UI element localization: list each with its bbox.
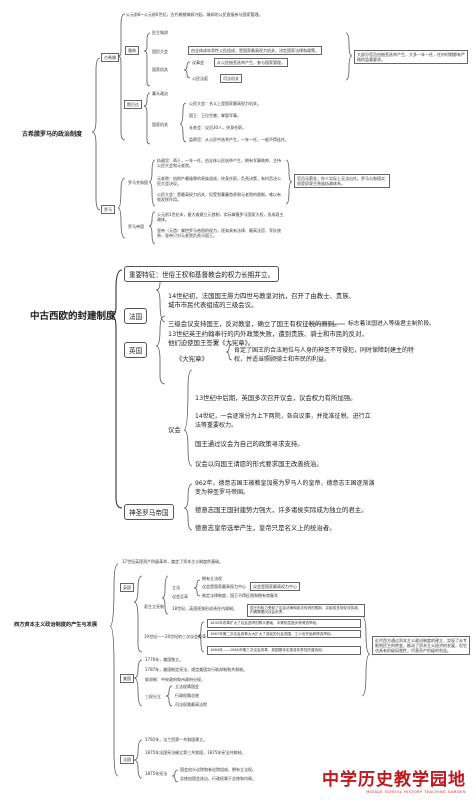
node-fr: 法国 bbox=[120, 755, 134, 764]
uk-cabinet: 18世纪，英国逐渐形成责任内阁制。 bbox=[172, 606, 238, 611]
sparta-assembly: 公民大会：名义上是国家最高权力机关。 bbox=[189, 101, 261, 106]
hre-3: 德意志皇帝选举产生，皇帝只是名义上的统治者。 bbox=[195, 524, 336, 532]
node-sparta: 斯巴达 bbox=[124, 100, 142, 109]
section-medieval: 中古西欧的封建制度 重要特征：世俗王权和基督教会的权力长期并立。 法国 英国 神… bbox=[0, 258, 474, 538]
us-sep-2: 行政权属总统 bbox=[175, 693, 199, 698]
node-court: 公民法庭 bbox=[192, 76, 208, 81]
uk-leg-b: 议会是国家最高权力中心 bbox=[202, 584, 246, 589]
us-2: 1787年，美国制定宪法，规定美国实行联邦制和共和制。 bbox=[145, 667, 248, 672]
us-sep-3: 司法权属最高法院 bbox=[175, 702, 207, 707]
uk-leg-a: 拥有立法权 bbox=[202, 576, 222, 581]
sparta-kings: 国王：王位世袭，掌管军事。 bbox=[189, 113, 241, 118]
fr-3a: 国会由众议院和参议院组成，拥有立法权。 bbox=[180, 767, 256, 772]
logo-text: 中学历史教学园地 bbox=[322, 770, 466, 790]
hre-1a: 962年，德意志国王被教皇加冕为罗马人的皇帝，德意志王国逐渐演 bbox=[195, 480, 375, 487]
empire-1: 公元前1世纪末，屋大维建立元首制，实际掌握罗马国家大权，形成君主政体。 bbox=[157, 212, 284, 222]
empire-2: 皇帝（元首）掌控罗马帝国的权力，逐渐具有法律、最高法官、军队统帅，皇帝只对元老院… bbox=[157, 228, 281, 238]
uk-leg-center: 议会是国家最高权力中心 bbox=[250, 582, 300, 591]
section-greek-roman: 古希腊罗马的政治制度 古希腊 罗马 公元前8~公元前6世纪，古代希腊城邦兴起。城… bbox=[0, 0, 474, 250]
athens-right-note: 大部分官员由抽签选举产生，大多一年一任，任何时期都有严格的监督要求。 bbox=[354, 50, 468, 64]
section3-title: 西方资本主义政治制度的产生与发展 bbox=[14, 622, 98, 628]
us-separation: 三权分立 bbox=[145, 694, 161, 699]
court-desc: 司法机关 bbox=[220, 74, 242, 83]
node-empire: 罗马帝国 bbox=[128, 224, 144, 229]
us-1: 1776年，美国独立。 bbox=[145, 657, 184, 662]
section2-connectors bbox=[111, 269, 345, 531]
england-1a: 13世纪英王约翰奉行的内外政策失败，遭到贵族、骑士和市民的反对， bbox=[168, 330, 368, 338]
node-france: 法国 bbox=[124, 308, 148, 324]
node-assembly: 国民大会 bbox=[152, 49, 168, 54]
node-greece: 古希腊 bbox=[101, 53, 119, 62]
greece-intro: 公元前8~公元前6世纪，古代希腊城邦兴起。城邦的公民直接参与国家管理。 bbox=[126, 12, 263, 17]
sec3-right-note: 近代西方通过资本主义政治制度的建立，实现了从专制到民主的转变，推动了资本主义经济… bbox=[372, 636, 470, 655]
node-council: 议事会 bbox=[192, 60, 204, 65]
england-1b: 他们迫使国王签署《大宪章》。 bbox=[168, 339, 255, 347]
council-desc: 从公民抽签选举产生，参与国家管理。 bbox=[214, 58, 288, 67]
parliament-4: 议会以向国王请愿的形式要求国王改善统治。 bbox=[195, 460, 323, 468]
sec3-top-note: 17世纪英国资产阶级革命，奠定了资本主义制度的基础。 bbox=[122, 559, 224, 564]
uk-reform-1: 1832年改革扩大了议会选举的群众基础，中等阶层逐步获得选举权。 bbox=[207, 619, 361, 628]
fr-2: 1875年法国宪法确立第三共和国，1875年宪法共和制。 bbox=[145, 750, 246, 755]
france-1b: 城市市民代表组成的三级会议。 bbox=[168, 301, 258, 309]
assembly-desc: 由全体成年男性公民组成，是国家最高权力机关，决定国家法律和政策。 bbox=[188, 46, 322, 55]
magna-2: 权，并适当照顾骑士和市民的利益。 bbox=[234, 356, 331, 363]
france-2: 三级会议支持国王，反对教皇，确立了国王有权征税的原则。 bbox=[168, 320, 341, 328]
node-republic: 罗马共和国 bbox=[128, 180, 148, 185]
republic-assembly: 公民大会：是最高权力机关，但受到寡廉首贵和元老院的限制，难以有效发挥作用。 bbox=[157, 192, 281, 202]
sec2-feature: 重要特征：世俗王权和基督教会的权力长期并立。 bbox=[124, 266, 280, 282]
site-logo: 中学历史教学园地 MIDDLE SCHOOL HISTORY TEACHING … bbox=[322, 765, 466, 794]
section2-title: 中古西欧的封建制度 bbox=[30, 311, 116, 322]
section1-connectors bbox=[91, 13, 353, 245]
uk-cabinet-desc: 国王的权力受到了议会法律和宪法传统的限制，并组成多党轮流执政，内阁需要向议会负责… bbox=[247, 604, 365, 617]
node-england: 英国 bbox=[124, 342, 148, 358]
node-us: 美国 bbox=[120, 674, 134, 683]
uk-leg-d: 制定法律制度，国王不得征税和拥有常备军 bbox=[202, 593, 278, 598]
uk-reform-title: 19世纪——20世纪的三次议会改革 bbox=[144, 634, 207, 639]
uk-reform-3: 1884年——1885年第三次议会改革，英国基本实现成年男性的普选权。 bbox=[207, 646, 361, 655]
fr-1: 1792年，法兰西第一共和国建立。 bbox=[145, 737, 208, 742]
section-capitalist: 西方资本主义政治制度的产生与发展 17世纪英国资产阶级革命，奠定了资本主义制度的… bbox=[0, 556, 474, 800]
node-athens: 雅典 bbox=[125, 46, 139, 55]
sparta-oligarchy: 寡头政治 bbox=[152, 91, 168, 96]
parliament-3: 国王通过议会为自己的政策寻求支持。 bbox=[195, 440, 304, 448]
us-sep-1: 立法权属国会 bbox=[175, 684, 199, 689]
france-note: 标志着法国进入等级君主制阶段。 bbox=[348, 321, 435, 327]
node-parliament: 议会 bbox=[168, 426, 181, 434]
republic-consul: 执政官：两人，一年一任，由全体公民选举产生，拥有军事统帅、主持公民大会和元老院。 bbox=[157, 158, 281, 168]
node-rome: 罗马 bbox=[101, 205, 115, 214]
sparta-ephor: 监察官：从公民中选举产生，一年一任，一般不得连任。 bbox=[189, 137, 289, 142]
magna-1: 肯定了国王的合法地位与人身的神圣不可侵犯，同时保障封建主的特 bbox=[234, 347, 415, 354]
fr-3b: 总统由国会选出，行政权属于总统和内阁。 bbox=[180, 776, 256, 781]
node-state-organs: 国家机关 bbox=[152, 67, 168, 72]
node-hre: 神圣罗马帝国 bbox=[124, 504, 174, 520]
node-magna-carta: 《大宪章》 bbox=[176, 355, 208, 363]
uk-reform-2: 1867年第二次议会改革大大扩大了选民的社会范围，工人也开始获得选举权。 bbox=[207, 630, 361, 639]
parliament-2b: 法等重要权力。 bbox=[195, 422, 238, 429]
hre-2: 德意志国王国封建势力强大，许多诸侯实际成为独立的君主。 bbox=[195, 506, 368, 514]
section1-title: 古希腊罗马的政治制度 bbox=[22, 131, 83, 138]
sparta-state-organs: 国家机关 bbox=[152, 122, 168, 127]
us-3: 联邦制：中央政府和州政府分权。 bbox=[145, 677, 205, 682]
parliament-1: 13世纪中后期，英国多次召开议会，议会权力有所加强。 bbox=[195, 394, 357, 402]
fr-3: 1875年宪法 bbox=[145, 771, 168, 776]
sparta-council: 长老会：议员30人，终身任职。 bbox=[189, 125, 247, 130]
uk-leg-c: 议会至高 bbox=[172, 594, 188, 599]
node-constitutional: 君主立宪制 bbox=[144, 604, 164, 609]
node-uk: 英国 bbox=[120, 583, 134, 592]
uk-legislative: 立法 bbox=[172, 585, 180, 590]
logo-subtext: MIDDLE SCHOOL HISTORY TEACHING GARDEN bbox=[366, 790, 466, 794]
section3-connectors bbox=[109, 563, 371, 783]
athens-origin: 民主城邦 bbox=[152, 30, 168, 35]
france-1a: 14世纪初，法国国王腓力四世与教皇对抗，召开了由教士、贵族、 bbox=[168, 292, 356, 300]
hre-1b: 变为神圣罗马帝国。 bbox=[195, 489, 250, 496]
parliament-2a: 14世纪，一会逐渐分为上下两院，各自议事，并批准征税、进行立 bbox=[195, 413, 371, 420]
republic-senate: 元老院：由财产最雄厚的贵族组成，终身任职，负责决策，有时否决公民大会决议。 bbox=[157, 176, 281, 186]
republic-note: 官员无薪金，你人实际上无法出任。罗马与和国实质是奴隶主贵族执政体系。 bbox=[294, 174, 390, 188]
